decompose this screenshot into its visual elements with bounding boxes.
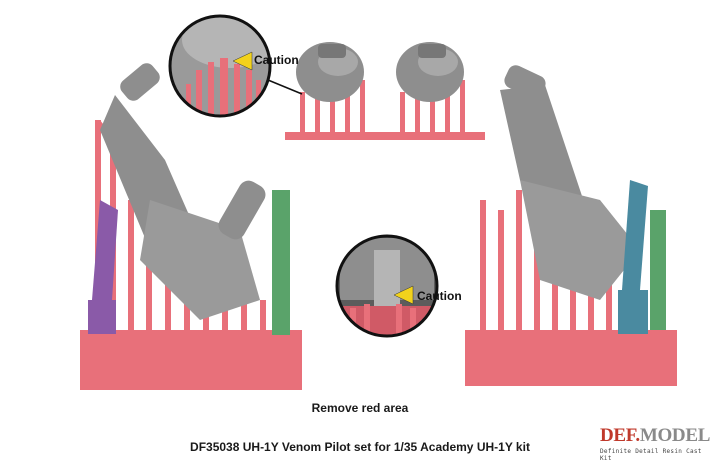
caution-arrow-icon <box>232 51 253 71</box>
helmet-pair-render <box>285 42 485 140</box>
right-pilot-render <box>465 65 677 386</box>
caution-label-center: Caution <box>417 289 462 303</box>
logo-model: MODEL <box>639 425 711 446</box>
caution-callout-center <box>335 234 439 338</box>
logo-tagline: Definite Detail Resin Cast Kit <box>600 448 702 462</box>
caution-callout-top <box>168 14 272 118</box>
remove-red-area-caption: Remove red area <box>311 401 409 415</box>
logo-wordmark: DEF.MODEL <box>600 425 710 447</box>
caution-arrow-icon <box>393 285 414 305</box>
callout-leader-line <box>267 79 303 95</box>
caution-label-top: Caution <box>254 53 299 67</box>
left-pilot-render <box>80 63 302 390</box>
logo-def: DEF. <box>600 425 640 446</box>
defmodel-logo: DEF.MODEL Definite Detail Resin Cast Kit <box>600 425 712 462</box>
product-title: DF35038 UH-1Y Venom Pilot set for 1/35 A… <box>190 440 530 454</box>
